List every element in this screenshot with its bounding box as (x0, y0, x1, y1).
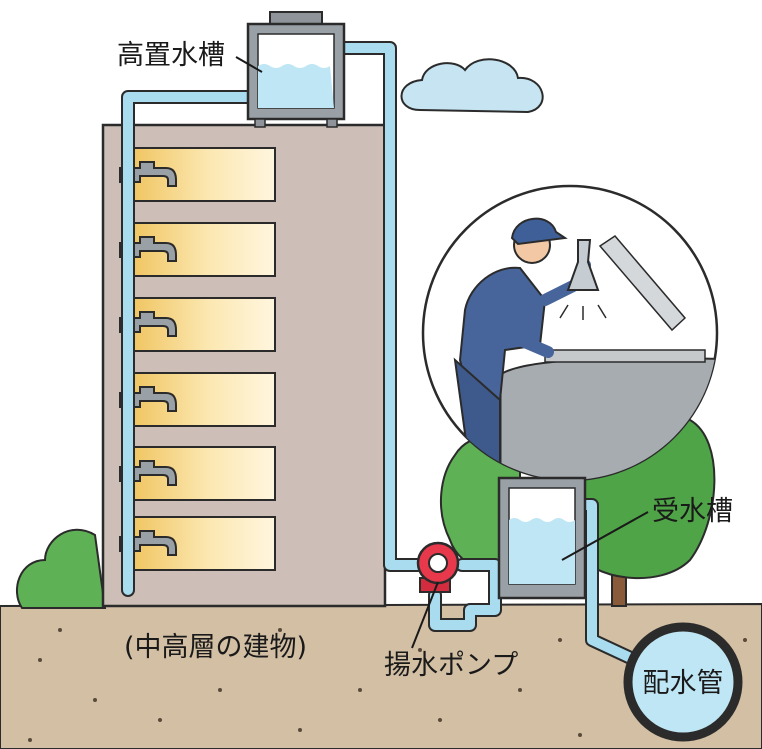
floor-3 (124, 297, 276, 352)
cloud-icon (400, 58, 544, 114)
pump-icon (416, 541, 460, 593)
main-pipe-label: 配水管 (643, 668, 724, 699)
elevated-tank (246, 11, 346, 128)
main-pipe-circle (623, 622, 743, 742)
ground (0, 602, 762, 749)
bushes-left (16, 528, 107, 609)
worker-inspecting-tank-illustration (421, 184, 719, 482)
building-label: (中高層の建物) (124, 632, 307, 663)
leader-lines (235, 56, 649, 649)
pump-label: 揚水ポンプ (384, 650, 518, 681)
elevated-tank-label: 高置水槽 (117, 40, 225, 71)
receiving-tank (497, 476, 587, 600)
receiving-tank-label: 受水槽 (652, 496, 733, 527)
